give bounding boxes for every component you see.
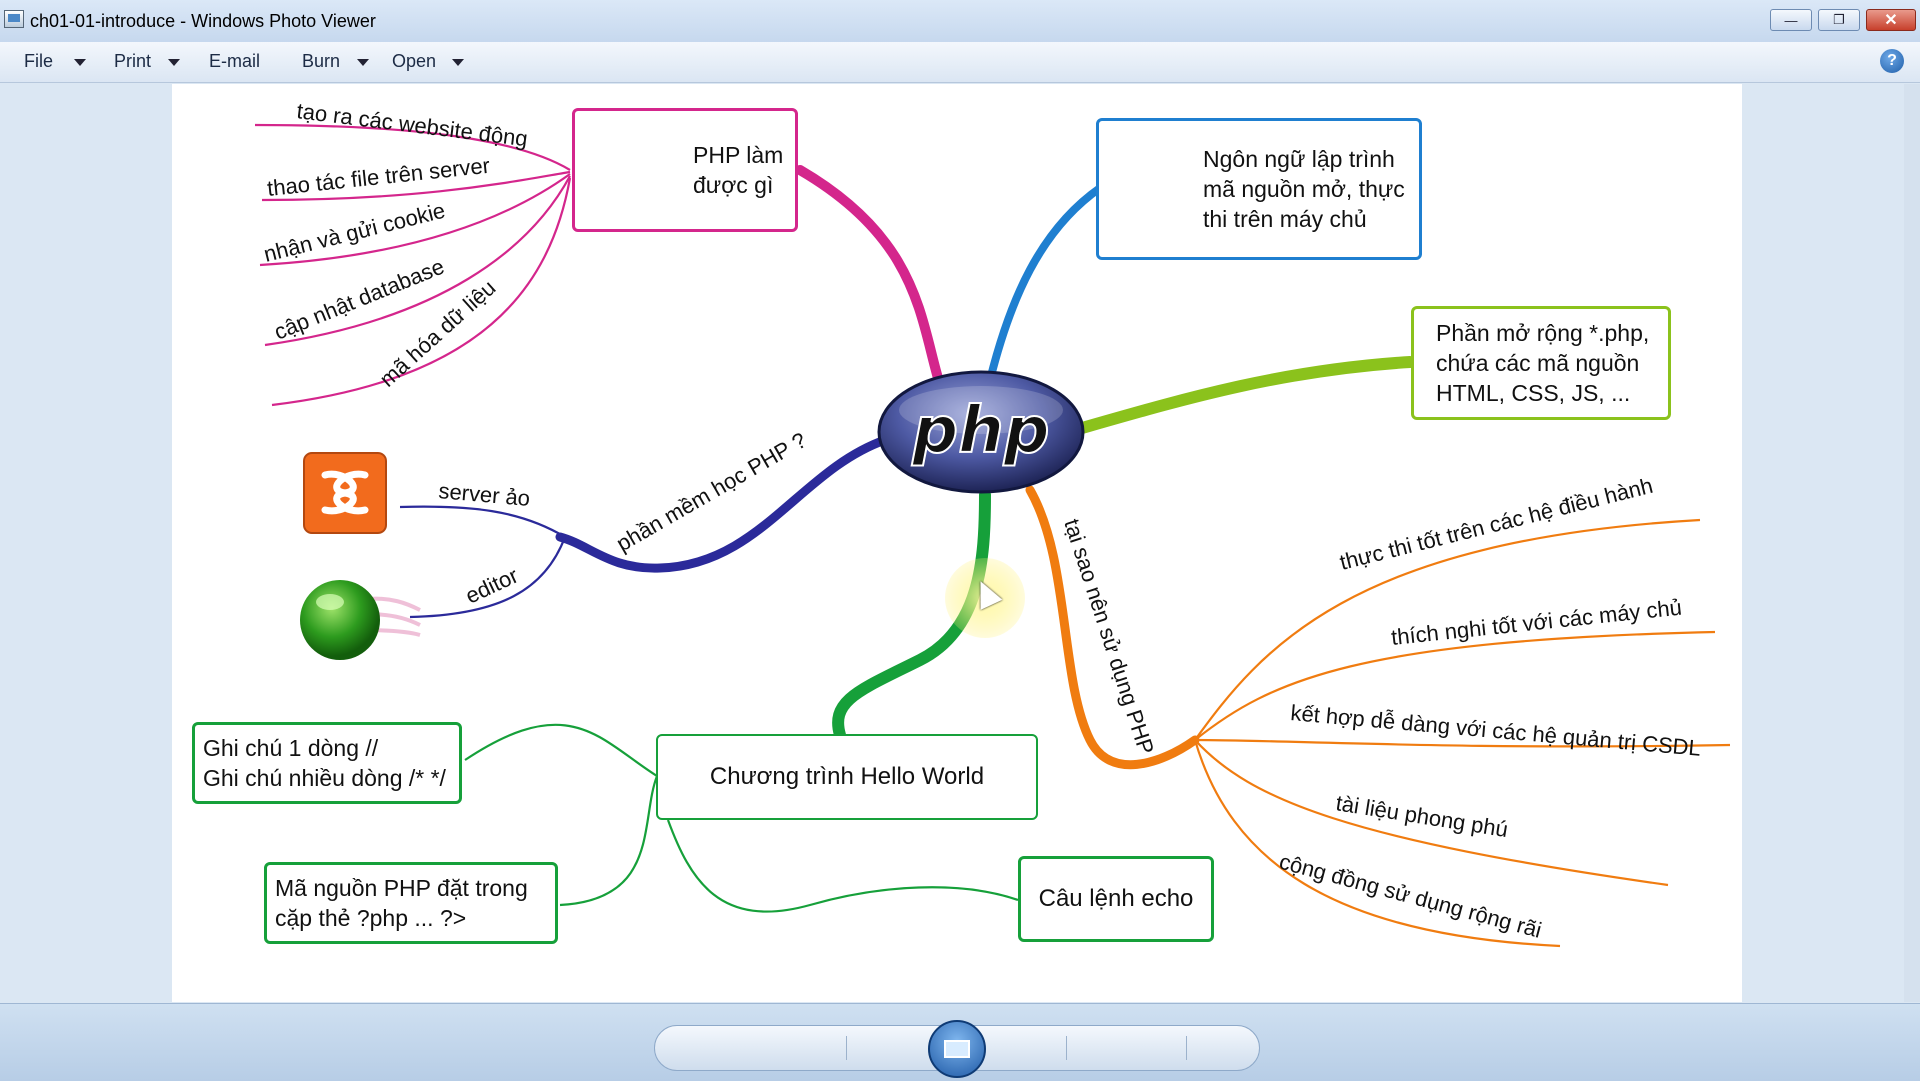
extension-node: Phần mở rộng *.php, chứa các mã nguồn HT…: [1411, 306, 1671, 420]
leaf-line-csdl: [1194, 738, 1731, 748]
xampp-icon: [303, 452, 387, 534]
hello-world-node: Chương trình Hello World: [656, 734, 1038, 820]
print-dropdown-icon[interactable]: [168, 59, 180, 66]
leaf-csdl: kết hợp dễ dàng với các hệ quản trị CSDL: [1290, 700, 1702, 761]
toolbar-separator: [1186, 1036, 1187, 1060]
rotate-counterclockwise-button[interactable]: [1082, 1030, 1122, 1066]
previous-button[interactable]: [860, 1030, 912, 1066]
menu-file[interactable]: File: [24, 51, 54, 71]
window-title: ch01-01-introduce - Windows Photo Viewer: [30, 11, 376, 31]
menu-email[interactable]: E-mail: [209, 51, 261, 71]
leaf-line-thao-tac-file: [261, 170, 571, 202]
branch-software-label: phần mềm học PHP ?: [612, 427, 811, 556]
delete-button[interactable]: [1200, 1030, 1240, 1066]
leaf-website-dong: tạo ra các website động: [295, 98, 529, 151]
leaf-he-dieu-hanh: thực thi tốt trên các hệ điều hành: [1337, 473, 1655, 575]
viewer-edge: [1904, 84, 1920, 1002]
photo-viewer-app-icon: [4, 10, 24, 28]
leaf-line-editor: [409, 536, 567, 619]
help-icon[interactable]: ?: [1880, 49, 1904, 73]
leaf-line-may-chu: [1194, 630, 1716, 741]
leaf-editor: editor: [462, 563, 522, 609]
leaf-line-ghi-chu: [464, 723, 658, 777]
leaf-line-server-ao: [399, 505, 566, 538]
branch-hello-world: [832, 489, 991, 741]
branch-why-label: tại sao nên sử dụng PHP: [1059, 516, 1159, 758]
leaf-thao-tac-file: thao tác file trên server: [266, 153, 491, 201]
hello-world-text: Chương trình Hello World: [709, 763, 985, 790]
burn-dropdown-icon[interactable]: [357, 59, 369, 66]
php-uses-node: PHP làm được gì: [572, 108, 798, 232]
leaf-line-cookie: [259, 173, 571, 267]
leaf-line-database: [264, 175, 571, 347]
leaf-line-tai-lieu: [1194, 739, 1669, 887]
branch-software: [555, 435, 890, 573]
zoom-button[interactable]: [690, 1030, 750, 1066]
leaf-cookie: nhận và gửi cookie: [261, 198, 447, 267]
php-uses-text: PHP làm được gì: [693, 142, 784, 198]
rotate-clockwise-button[interactable]: [1132, 1030, 1172, 1066]
click-highlight: [945, 558, 1025, 638]
leaf-line-ma-nguon: [559, 775, 659, 907]
comment-node: Ghi chú 1 dòng // Ghi chú nhiều dòng /* …: [192, 722, 462, 804]
php-center-label: php: [911, 394, 1049, 468]
editor-ball-icon: [300, 580, 421, 660]
source-node: Mã nguồn PHP đặt trong cặp thẻ ?php ... …: [264, 862, 558, 944]
open-dropdown-icon[interactable]: [452, 59, 464, 66]
echo-text: Câu lệnh echo: [1038, 885, 1194, 912]
menu-burn[interactable]: Burn: [302, 51, 341, 71]
leaf-line-cong-dong: [1193, 739, 1561, 948]
menu-bar: File Print E-mail Burn Open: [0, 42, 1920, 83]
leaf-may-chu: thích nghi tốt với các máy chủ: [1390, 595, 1683, 650]
next-button[interactable]: [1002, 1030, 1054, 1066]
toolbar-separator: [846, 1036, 847, 1060]
maximize-button[interactable]: ❐: [1818, 9, 1860, 31]
branch-definition: [986, 184, 1104, 384]
php-center-node: [877, 370, 1085, 494]
toolbar-separator: [1066, 1036, 1067, 1060]
leaf-line-ma-hoa: [271, 177, 572, 407]
branch-why: [1025, 485, 1200, 770]
branch-php-lam-duoc-gi: [795, 165, 945, 390]
slideshow-icon: [944, 1040, 970, 1058]
leaf-tai-lieu: tài liệu phong phú: [1334, 790, 1509, 842]
file-dropdown-icon[interactable]: [74, 59, 86, 66]
minimize-button[interactable]: —: [1770, 9, 1812, 31]
leaf-cong-dong: cộng đồng sử dụng rộng rãi: [1277, 849, 1545, 943]
definition-node: Ngôn ngữ lập trình mã nguồn mở, thực thi…: [1096, 118, 1422, 260]
title-bar: ch01-01-introduce - Windows Photo Viewer…: [0, 0, 1920, 43]
menu-print[interactable]: Print: [114, 51, 152, 71]
leaf-line-website-dong: [254, 123, 571, 171]
definition-text: Ngôn ngữ lập trình mã nguồn mở, thực thi…: [1203, 146, 1405, 232]
leaf-line-echo: [666, 819, 1019, 913]
echo-node: Câu lệnh echo: [1018, 856, 1214, 942]
menu-open[interactable]: Open: [392, 51, 437, 71]
leaf-line-he-dieu-hanh: [1194, 518, 1701, 741]
actual-size-button[interactable]: [778, 1030, 824, 1066]
leaf-server-ao: server ảo: [438, 478, 532, 511]
comment-text: Ghi chú 1 dòng // Ghi chú nhiều dòng /* …: [203, 735, 446, 791]
branch-extension: [1069, 356, 1416, 436]
source-text: Mã nguồn PHP đặt trong cặp thẻ ?php ... …: [275, 875, 528, 931]
close-button[interactable]: ✕: [1866, 9, 1916, 31]
extension-text: Phần mở rộng *.php, chứa các mã nguồn HT…: [1436, 320, 1650, 406]
slideshow-button[interactable]: [928, 1020, 986, 1078]
